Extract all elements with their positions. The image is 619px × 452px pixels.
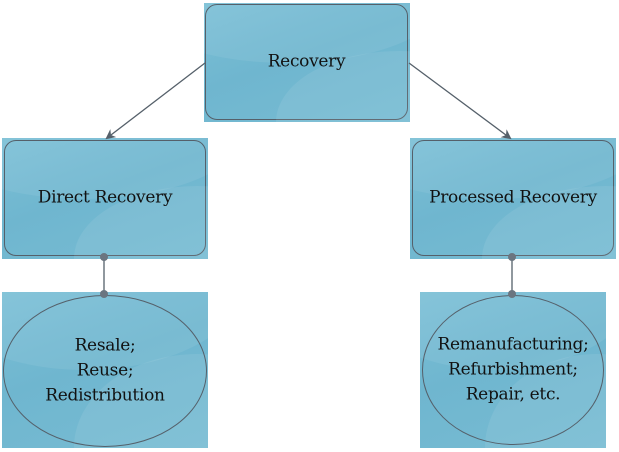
processed-detail-line-3: Repair, etc. [465, 384, 561, 405]
processed-detail-line-2: Refurbishment; [448, 359, 578, 380]
direct-detail-line-2: Reuse; [76, 360, 134, 381]
processed-recovery-label: Processed Recovery [429, 187, 597, 208]
processed-detail-line-1: Remanufacturing; [437, 334, 589, 355]
arrow-root-to-processed [408, 62, 512, 140]
direct-recovery-label: Direct Recovery [37, 187, 173, 208]
direct-detail-line-1: Resale; [74, 335, 136, 356]
root-node[interactable]: Recovery [205, 4, 408, 120]
processed-recovery-node-background: Processed Recovery [410, 138, 616, 259]
processed-detail-background: Remanufacturing; Refurbishment; Repair, … [420, 292, 606, 448]
direct-recovery-node-background: Direct Recovery [2, 138, 208, 259]
direct-detail-line-3: Redistribution [45, 385, 165, 406]
direct-detail-label: Resale; Reuse; Redistribution [4, 334, 206, 409]
arrow-root-to-direct [105, 62, 206, 140]
processed-detail-ellipse[interactable]: Remanufacturing; Refurbishment; Repair, … [422, 295, 604, 445]
direct-detail-background: Resale; Reuse; Redistribution [2, 292, 208, 448]
direct-detail-ellipse[interactable]: Resale; Reuse; Redistribution [3, 295, 207, 447]
processed-detail-label: Remanufacturing; Refurbishment; Repair, … [423, 333, 603, 408]
root-node-label: Recovery [267, 51, 346, 72]
direct-recovery-node[interactable]: Direct Recovery [4, 140, 206, 256]
processed-recovery-node[interactable]: Processed Recovery [412, 140, 614, 256]
root-node-background: Recovery [204, 3, 410, 122]
